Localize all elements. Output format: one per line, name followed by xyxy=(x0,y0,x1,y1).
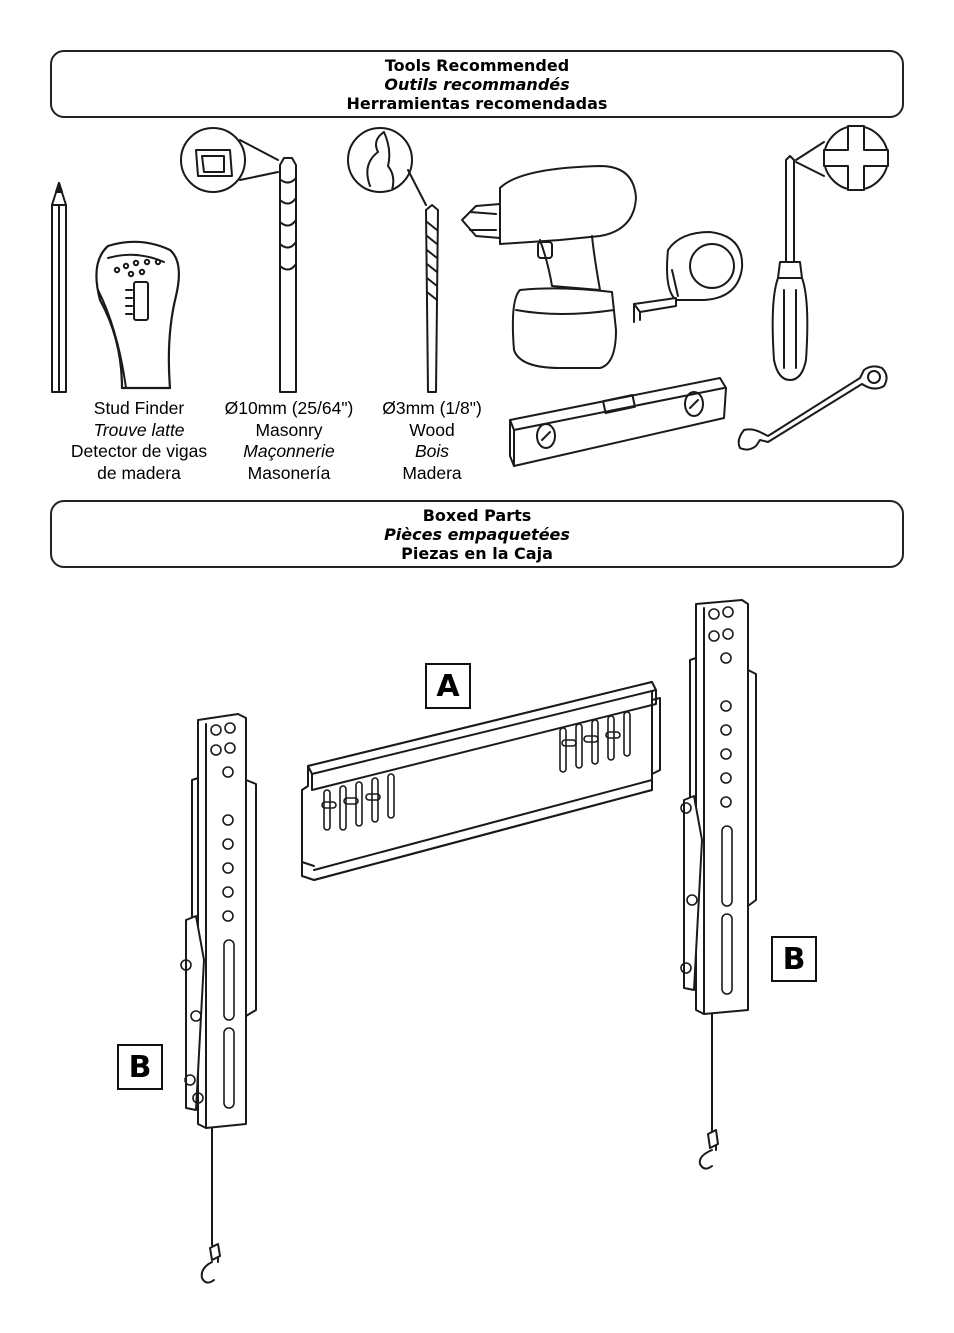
parts-title-fr: Pièces empaquetées xyxy=(384,525,570,544)
stud-finder-label-en: Stud Finder xyxy=(93,398,185,418)
boxed-parts-banner: Boxed Parts Pièces empaquetées Piezas en… xyxy=(50,500,904,568)
right-bracket-label-b: B xyxy=(771,936,817,982)
wall-plate-a-icon xyxy=(301,681,661,881)
tape-measure-icon xyxy=(633,231,744,323)
masonry-bit-label: Ø10mm (25/64") Masonry Maçonnerie Masone… xyxy=(210,398,368,484)
wood-bit-label-fr: Bois xyxy=(414,441,450,461)
wall-plate-label-a: A xyxy=(425,663,471,709)
parts-title-es: Piezas en la Caja xyxy=(401,544,553,563)
left-bracket-b-icon xyxy=(180,713,257,1284)
masonry-drill-bit-icon xyxy=(180,127,297,393)
wood-bit-label-es: Madera xyxy=(402,462,462,483)
tools-title-fr: Outils recommandés xyxy=(384,75,570,94)
tools-title-es: Herramientas recomendadas xyxy=(346,94,608,113)
parts-title-en: Boxed Parts xyxy=(422,506,532,525)
wrench-icon xyxy=(737,365,888,451)
tools-title-en: Tools Recommended xyxy=(384,56,570,75)
masonry-bit-size: Ø10mm (25/64") xyxy=(224,398,354,418)
level-icon xyxy=(509,377,727,467)
stud-finder-label-fr: Trouve latte xyxy=(93,419,185,440)
stud-finder-label-es-line2: de madera xyxy=(97,462,181,483)
stud-finder-label: Stud Finder Trouve latte Detector de vig… xyxy=(56,398,222,484)
left-bracket-label-b: B xyxy=(117,1044,163,1090)
wood-bit-size: Ø3mm (1/8") xyxy=(382,398,482,418)
stud-finder-label-es-line1: Detector de vigas xyxy=(70,441,208,461)
right-bracket-b-icon xyxy=(680,599,757,1170)
cordless-drill-icon xyxy=(461,165,637,369)
masonry-bit-label-en: Masonry xyxy=(255,419,323,440)
wood-bit-label-en: Wood xyxy=(409,419,455,440)
pencil-icon xyxy=(51,182,67,393)
wood-drill-bit-icon xyxy=(347,127,439,393)
screwdriver-icon xyxy=(771,125,889,381)
wood-bit-label: Ø3mm (1/8") Wood Bois Madera xyxy=(370,398,494,484)
tools-recommended-banner: Tools Recommended Outils recommandés Her… xyxy=(50,50,904,118)
masonry-bit-label-fr: Maçonnerie xyxy=(243,441,335,461)
stud-finder-icon xyxy=(95,240,181,390)
masonry-bit-label-es: Masonería xyxy=(247,462,331,483)
